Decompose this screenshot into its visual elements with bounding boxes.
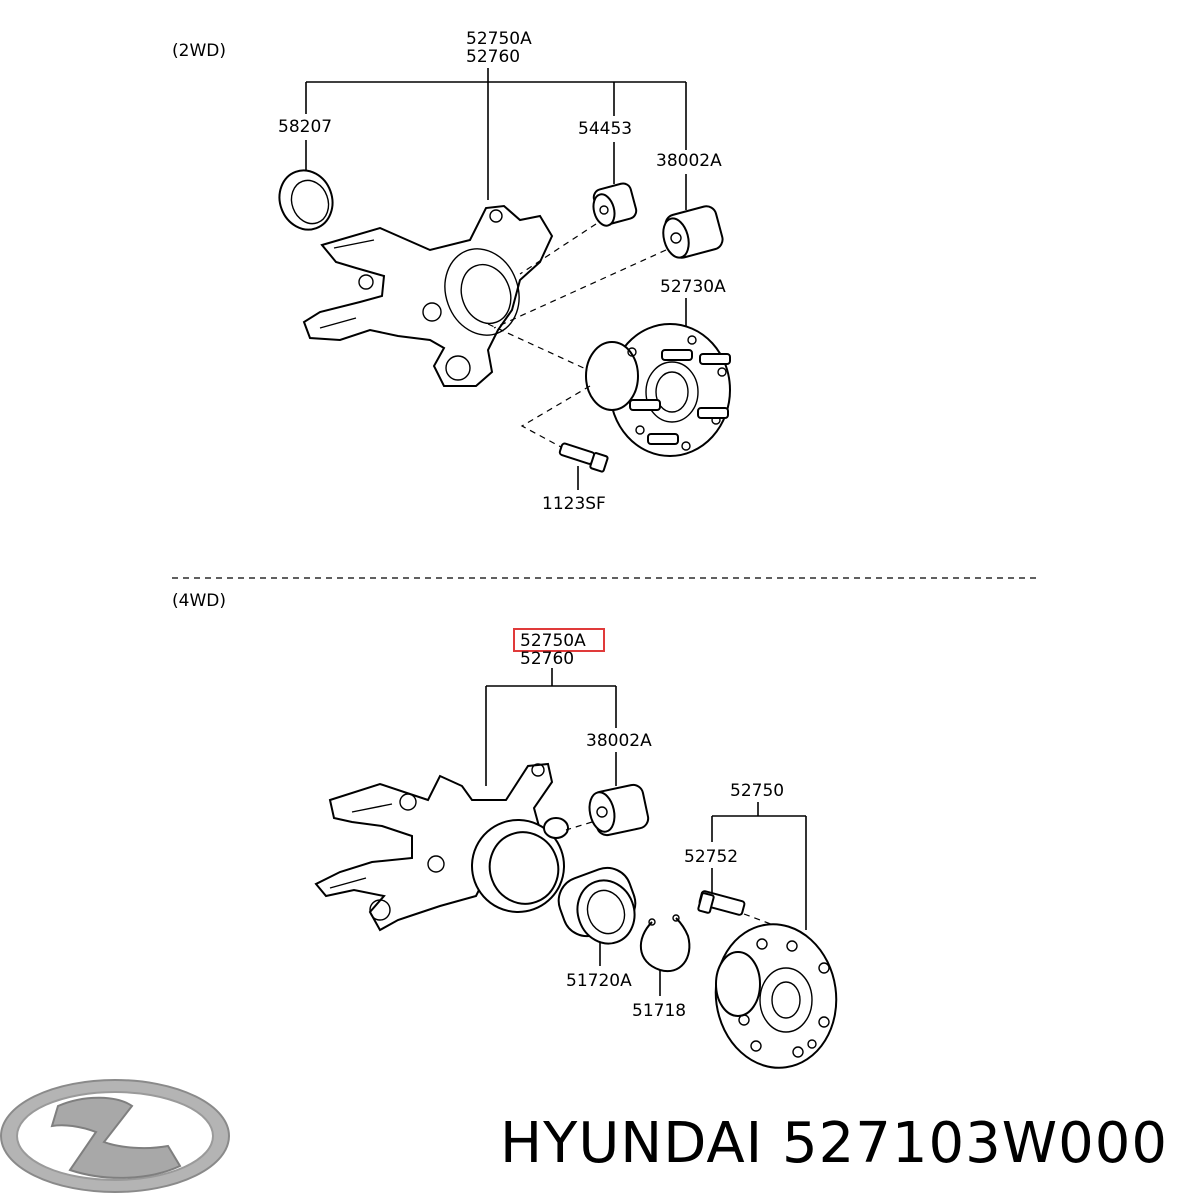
label-2wd-52750a[interactable]: 52750A — [466, 29, 532, 49]
leader-lines-2wd — [305, 68, 687, 490]
dash-4wd-2 — [743, 913, 777, 927]
dash-2wd-3 — [487, 323, 589, 371]
snap-ring-51718 — [639, 914, 691, 973]
hub-52750 — [714, 923, 838, 1069]
knuckle-2wd — [302, 204, 554, 387]
highlight-box-52750a — [513, 628, 605, 652]
section-label-2wd: (2WD) — [172, 41, 226, 61]
label-2wd-38002a[interactable]: 38002A — [656, 151, 722, 171]
label-4wd-51718[interactable]: 51718 — [632, 1001, 686, 1021]
dash-2wd-1 — [519, 223, 597, 275]
label-2wd-52730a[interactable]: 52730A — [660, 277, 726, 297]
label-4wd-38002a[interactable]: 38002A — [586, 731, 652, 751]
label-2wd-58207[interactable]: 58207 — [278, 117, 332, 137]
label-4wd-51720a[interactable]: 51720A — [566, 971, 632, 991]
label-2wd-1123sf[interactable]: 1123SF — [542, 494, 606, 514]
knuckle-bore-4wd — [471, 817, 569, 913]
section-label-4wd: (4WD) — [172, 591, 226, 611]
hub-studs-2wd — [629, 349, 731, 445]
leader-lines-4wd — [485, 668, 807, 996]
label-4wd-52752[interactable]: 52752 — [684, 847, 738, 867]
label-2wd-54453[interactable]: 54453 — [578, 119, 632, 139]
knuckle-4wd — [314, 762, 554, 932]
bearing-51720a — [557, 866, 637, 945]
bushing-38002a-4wd — [588, 783, 650, 837]
label-4wd-52750[interactable]: 52750 — [730, 781, 784, 801]
dash-4wd-1 — [565, 821, 593, 831]
label-4wd-52750a[interactable]: 52750A — [520, 631, 586, 651]
brand-part-number: HYUNDAI 527103W000 — [500, 1111, 1168, 1176]
hub-52730a — [585, 323, 731, 457]
dash-2wd-4 — [520, 385, 591, 455]
bushing-54453 — [592, 182, 638, 227]
label-4wd-52760[interactable]: 52760 — [520, 649, 574, 669]
bushing-38002a-2wd — [662, 205, 724, 259]
dash-2wd-2 — [493, 249, 667, 329]
hub-bolt-52752 — [697, 890, 746, 916]
seal-ring-58207 — [278, 169, 334, 231]
label-2wd-52760[interactable]: 52760 — [466, 47, 520, 67]
bolt-1123sf — [558, 442, 609, 473]
hyundai-logo-icon — [0, 1079, 230, 1193]
